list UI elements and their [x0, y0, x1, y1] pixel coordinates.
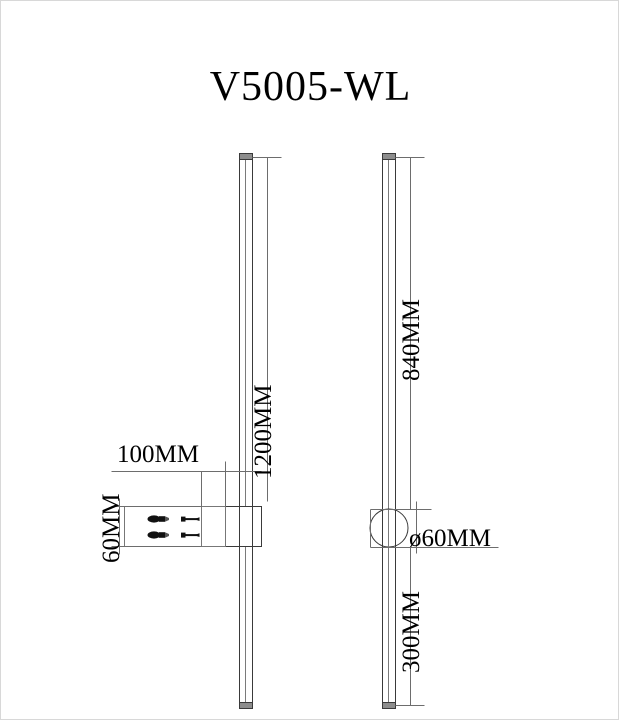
front-bar-top-cap: [239, 153, 253, 160]
dim-label-300mm: 300MM: [398, 591, 425, 673]
front-mounting-screw-upper: [181, 516, 200, 522]
dim-label-840mm: 840MM: [398, 299, 425, 381]
front-bracket-wall-plate: [124, 506, 226, 547]
dim-label-diameter-60mm: ø60MM: [409, 525, 491, 552]
side-bar-top-cap: [382, 153, 396, 160]
front-view-group: [111, 153, 282, 709]
dim-label-100mm: 100MM: [117, 441, 199, 468]
dim-label-60mm: 60MM: [98, 493, 125, 563]
front-mounting-bracket-collar: [225, 506, 262, 547]
page-title: V5005-WL: [209, 64, 412, 110]
front-wall-anchor-lower: [147, 531, 169, 539]
side-bar-bottom-cap: [382, 702, 396, 709]
dim-label-1200mm: 1200MM: [250, 384, 277, 479]
front-mounting-screw-lower: [181, 532, 200, 538]
front-bar-bottom-cap: [239, 702, 253, 709]
front-wall-anchor-upper: [147, 515, 169, 523]
side-view-group: [369, 153, 499, 709]
